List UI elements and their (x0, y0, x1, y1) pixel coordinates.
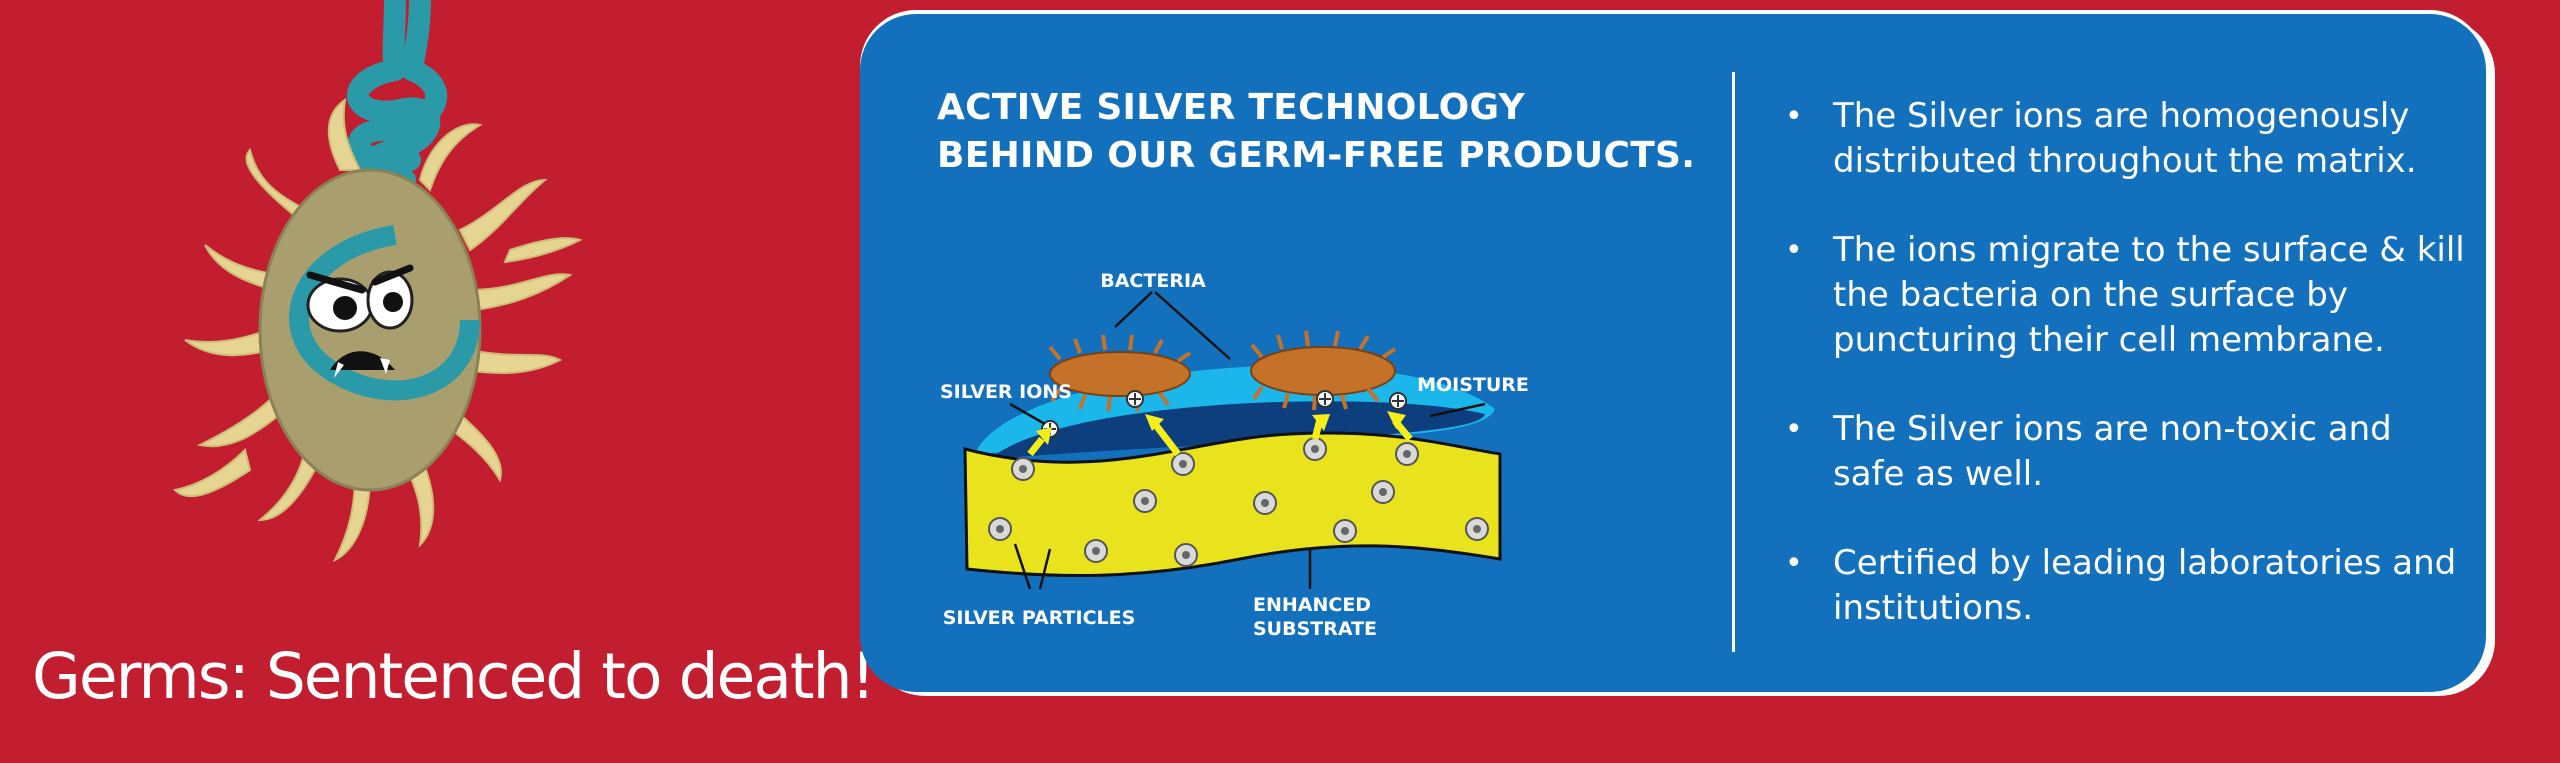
list-item: • The ions migrate to the surface & kill … (1785, 228, 2465, 363)
list-item: • Certified by leading laboratories and i… (1785, 541, 2465, 631)
heading-line-2: BEHIND OUR GERM-FREE PRODUCTS. (937, 135, 1696, 176)
panel-heading: ACTIVE SILVER TECHNOLOGY BEHIND OUR GERM… (937, 84, 1695, 180)
germ-tentacles (172, 97, 583, 563)
tagline: Germs: Sentenced to death! (32, 640, 876, 713)
bacteria-label: BACTERIA (1100, 270, 1206, 292)
silver-particles-label: SILVER PARTICLES (943, 607, 1136, 629)
list-item-text: The Silver ions are homogenously distrib… (1833, 96, 2417, 181)
substrate-label-line-1: ENHANCED (1253, 594, 1371, 616)
silver-technology-diagram: BACTERIA SILVER IONS MOISTURE SILVER PAR… (940, 270, 1529, 640)
substrate-label-line-2: SUBSTRATE (1253, 618, 1377, 640)
list-item-text: The ions migrate to the surface & kill t… (1833, 230, 2465, 360)
bullet-icon: • (1785, 546, 1803, 581)
germ-illustration (172, 0, 583, 563)
list-item: • The Silver ions are non-toxic and safe … (1785, 407, 2465, 497)
silver-ions-label: SILVER IONS (940, 381, 1072, 403)
bullet-icon: • (1785, 233, 1803, 268)
bullet-icon: • (1785, 412, 1803, 447)
heading-line-1: ACTIVE SILVER TECHNOLOGY (937, 87, 1525, 128)
list-item: • The Silver ions are homogenously distri… (1785, 94, 2465, 184)
germ-face (306, 264, 414, 378)
feature-list: • The Silver ions are homogenously distri… (1785, 94, 2465, 675)
list-item-text: The Silver ions are non-toxic and safe a… (1833, 409, 2392, 494)
info-panel: ACTIVE SILVER TECHNOLOGY BEHIND OUR GERM… (860, 14, 2486, 692)
germ-body (258, 168, 482, 492)
bacteria-icon (1048, 330, 1397, 412)
migration-arrows (1027, 411, 1413, 457)
moisture-label: MOISTURE (1417, 374, 1529, 396)
bullet-icon: • (1785, 99, 1803, 134)
noose-icon (289, 225, 480, 401)
moisture-inner (990, 401, 1485, 459)
list-item-text: Certified by leading laboratories and in… (1833, 543, 2457, 628)
panel-divider (1732, 72, 1735, 652)
